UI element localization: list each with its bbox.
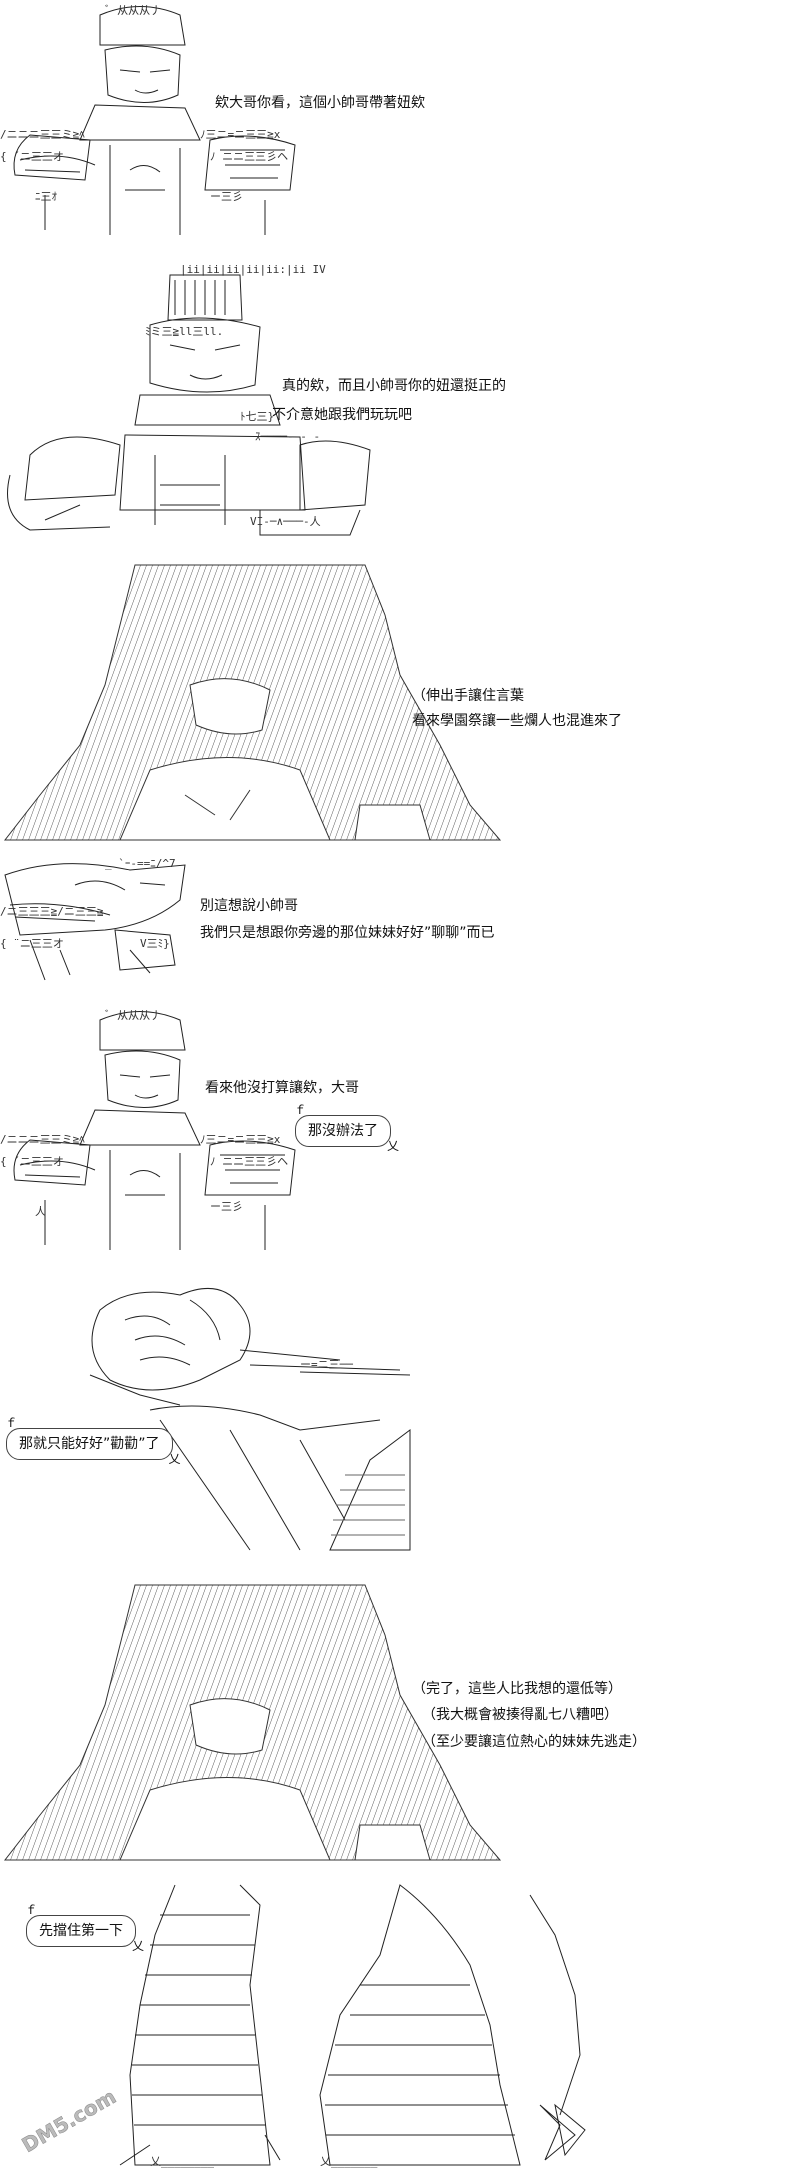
- dialogue-line: 我們只是想跟你旁邊的那位妹妹好好”聊聊”而已: [200, 925, 495, 941]
- panel-6: ー=ニ三── ｆ 那就只能好好”勸勸”了 乂: [0, 1280, 800, 1560]
- panel-2: |ii|ii|ii|ii|ii:|ii IV ﾐミ三≧ll三ll. ﾄ七三} ｽ…: [0, 263, 800, 550]
- bubble-hook: ｆ: [25, 1903, 38, 1917]
- bubble-tail: 乂: [386, 1139, 399, 1153]
- dialogue-line: （我大概會被揍得亂七八糟吧）: [422, 1707, 618, 1723]
- speech-bubble: ｆ 那沒辦法了 乂: [294, 1104, 399, 1152]
- svg-text:/ニニニ三三ミ≧ﾍ: /ニニニ三三ミ≧ﾍ: [0, 1133, 85, 1146]
- dialogue-line: 看來學園祭讓一些爛人也混進來了: [412, 713, 622, 729]
- bubble-tail: 乂: [168, 1452, 181, 1466]
- dialogue-line: 不介意她跟我們玩玩吧: [272, 407, 412, 423]
- svg-text:_ `ｰ-==ﾆ/^7: _ `ｰ-==ﾆ/^7: [105, 857, 176, 870]
- svg-text:ﾆ三ｵ: ﾆ三ｵ: [35, 190, 57, 203]
- bubble-hook: ｆ: [5, 1416, 18, 1430]
- dialogue-line: 別這想說小帥哥: [200, 898, 298, 914]
- dialogue-line: 看來他沒打算讓欸，大哥: [205, 1080, 359, 1096]
- bubble-hook: ｆ: [294, 1103, 307, 1117]
- dm5-watermark-logo: DM5.com: [17, 2084, 120, 2158]
- ascii-art-hatched-figure-2: [3, 1584, 502, 1861]
- speech-bubble: ｆ 那就只能好好”勸勸”了 乂: [5, 1417, 181, 1465]
- panel-8: 乂________ 乂_______ ｆ 先擋住第一下 乂: [0, 1875, 800, 2171]
- ascii-art-hatched-figure: [3, 564, 502, 841]
- dialogue-line: 欸大哥你看，這個小帥哥帶著妞欸: [215, 95, 425, 111]
- panel-4: _ `ｰ-==ﾆ/^7 /ニ三三三≧/ニ三三≧ { ¨ニ三三オ V三ﾐ} 別這想…: [0, 855, 800, 990]
- svg-text:ｽ────‐ ‐ -: ｽ────‐ ‐ -: [255, 430, 320, 443]
- speech-bubble: ｆ 先擋住第一下 乂: [25, 1904, 144, 1952]
- panel-7: （完了，這些人比我想的還低等） （我大概會被揍得亂七八糟吧） （至少要讓這位熱心…: [0, 1575, 800, 1865]
- ascii-art-thugs-1: ﾞ 从从从丿 /ニニニ三三ミ≧ﾍ ﾉ三ニ=ニ三三≧x { ´ニ三三オ ﾉ ニニ三…: [0, 4, 296, 235]
- svg-text:|ii|ii|ii|ii|ii:|ii IV: |ii|ii|ii|ii|ii:|ii IV: [180, 263, 326, 276]
- svg-text:ﾐミ三≧ll三ll.: ﾐミ三≧ll三ll.: [145, 325, 223, 338]
- bubble-text: 那就只能好好”勸勸”了: [19, 1436, 160, 1452]
- ascii-art-thugs-3: ﾞ 从从从丿 /ニニニ三三ミ≧ﾍ ﾉ三ニ=ニ三三≧x { ´ニ三三オ ﾉ ニニ三…: [0, 1009, 296, 1250]
- dialogue-line: （伸出手讓住言葉: [412, 688, 524, 704]
- bubble-text: 先擋住第一下: [39, 1923, 123, 1939]
- svg-text:ー=ニ三──: ー=ニ三──: [300, 1358, 353, 1371]
- svg-text:ﾞ 从从从丿: ﾞ 从从从丿: [105, 4, 161, 17]
- ascii-art-blocking-figures: 乂________ 乂_______: [119, 1884, 586, 2168]
- svg-text:V三ﾐ}: V三ﾐ}: [140, 937, 170, 950]
- svg-text:{ ¨ニ三三オ: { ¨ニ三三オ: [0, 937, 64, 950]
- svg-text:VI‐─∧───‐人: VI‐─∧───‐人: [250, 515, 321, 528]
- ascii-art-fist: ー=ニ三──: [89, 1288, 411, 1551]
- svg-text:/ニ三三三≧/ニ三三≧: /ニ三三三≧/ニ三三≧: [0, 905, 104, 918]
- svg-text:乂_______: 乂_______: [320, 2155, 378, 2168]
- bubble-tail: 乂: [131, 1939, 144, 1953]
- svg-text:ﾉ三ニ=ニ三三≧x: ﾉ三ニ=ニ三三≧x: [200, 128, 281, 141]
- svg-text:ﾄ七三}: ﾄ七三}: [240, 410, 274, 423]
- svg-text:ﾉ ニニ三三彡ヘ: ﾉ ニニ三三彡ヘ: [210, 1155, 288, 1168]
- svg-text:ﾉ ニニ三三彡ヘ: ﾉ ニニ三三彡ヘ: [210, 150, 288, 163]
- ascii-art-thugs-2: |ii|ii|ii|ii|ii:|ii IV ﾐミ三≧ll三ll. ﾄ七三} ｽ…: [7, 263, 371, 536]
- ascii-art-thug-closeup: _ `ｰ-==ﾆ/^7 /ニ三三三≧/ニ三三≧ { ¨ニ三三オ V三ﾐ}: [0, 857, 186, 981]
- bubble-text: 那沒辦法了: [308, 1123, 378, 1139]
- dialogue-line: （至少要讓這位熱心的妹妹先逃走）: [422, 1734, 646, 1750]
- panel-3: （伸出手讓住言葉 看來學園祭讓一些爛人也混進來了: [0, 555, 800, 845]
- svg-text:ﾉ三ニ=ニ三三≧x: ﾉ三ニ=ニ三三≧x: [200, 1133, 281, 1146]
- svg-text:{ ´ニ三三オ: { ´ニ三三オ: [0, 1155, 64, 1168]
- svg-text:ー三彡: ー三彡: [210, 190, 243, 203]
- dialogue-line: （完了，這些人比我想的還低等）: [412, 1681, 622, 1697]
- panel-5: ﾞ 从从从丿 /ニニニ三三ミ≧ﾍ ﾉ三ニ=ニ三三≧x { ´ニ三三オ ﾉ ニニ三…: [0, 1005, 800, 1260]
- dialogue-line: 真的欸，而且小帥哥你的妞還挺正的: [282, 378, 506, 394]
- svg-text:ー三彡: ー三彡: [210, 1200, 243, 1213]
- svg-text:/ニニニ三三ミ≧ﾍ: /ニニニ三三ミ≧ﾍ: [0, 128, 85, 141]
- svg-text:乂________: 乂________: [150, 2155, 214, 2168]
- panel-1: ﾞ 从从从丿 /ニニニ三三ミ≧ﾍ ﾉ三ニ=ニ三三≧x { ´ニ三三オ ﾉ ニニ三…: [0, 0, 800, 240]
- svg-text:人: 人: [35, 1205, 46, 1218]
- svg-text:{ ´ニ三三オ: { ´ニ三三オ: [0, 150, 64, 163]
- svg-text:ﾞ 从从从丿: ﾞ 从从从丿: [105, 1009, 161, 1022]
